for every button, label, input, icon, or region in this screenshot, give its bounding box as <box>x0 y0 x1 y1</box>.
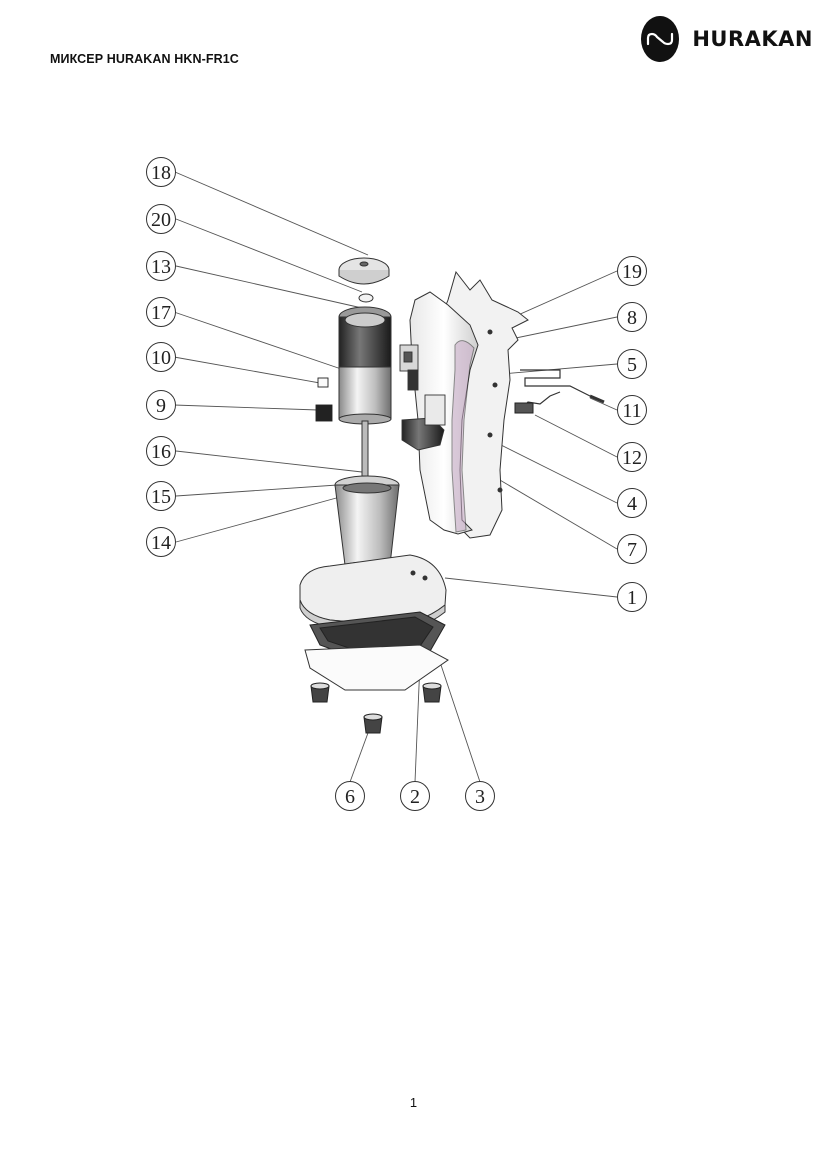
callout-circle <box>146 251 176 281</box>
callout-circle <box>146 481 176 511</box>
callout-label: 20 <box>151 209 171 231</box>
lever <box>401 394 446 451</box>
callout-label: 4 <box>627 493 637 515</box>
callout-circle <box>146 390 176 420</box>
callout-circle <box>617 582 647 612</box>
callout-3: 3 <box>465 781 495 811</box>
callout-label: 17 <box>151 302 171 324</box>
callout-16: 16 <box>146 436 176 466</box>
callout-12: 12 <box>617 442 647 472</box>
callout-1: 1 <box>617 582 647 612</box>
document-title: МИКСЕР HURAKAN HKN-FR1C <box>50 52 239 66</box>
hurakan-wave-logo-icon <box>641 16 680 62</box>
rubber-feet <box>310 682 442 734</box>
callout-label: 8 <box>627 307 637 329</box>
callout-label: 18 <box>151 162 171 184</box>
bottom-plate <box>304 644 449 691</box>
callout-10: 10 <box>146 342 176 372</box>
callout-circle <box>335 781 365 811</box>
mixing-cup <box>334 475 400 571</box>
callout-20: 20 <box>146 204 176 234</box>
callout-label: 12 <box>622 447 642 469</box>
callout-15: 15 <box>146 481 176 511</box>
callout-14: 14 <box>146 527 176 557</box>
brand-logo: HURAKAN <box>641 16 813 62</box>
small-parts <box>315 377 333 422</box>
callout-circle <box>465 781 495 811</box>
callout-circle <box>617 534 647 564</box>
callout-6: 6 <box>335 781 365 811</box>
callout-circle <box>146 527 176 557</box>
callout-label: 14 <box>151 532 171 554</box>
callout-circle <box>617 442 647 472</box>
top-cap <box>338 257 390 303</box>
spindle <box>354 420 376 484</box>
callout-9: 9 <box>146 390 176 420</box>
callout-17: 17 <box>146 297 176 327</box>
callout-2: 2 <box>400 781 430 811</box>
motor-assembly <box>338 306 392 425</box>
callout-5: 5 <box>617 349 647 379</box>
callout-7: 7 <box>617 534 647 564</box>
callout-label: 16 <box>151 441 171 463</box>
callout-8: 8 <box>617 302 647 332</box>
callout-circle <box>146 204 176 234</box>
callout-circle <box>146 297 176 327</box>
callout-label: 13 <box>151 256 171 278</box>
callout-circle <box>617 349 647 379</box>
page-number: 1 <box>409 1095 418 1110</box>
brand-name: HURAKAN <box>692 27 813 51</box>
callout-circle <box>617 302 647 332</box>
callout-19: 19 <box>617 256 647 286</box>
callout-circle <box>617 256 647 286</box>
callout-label: 15 <box>151 486 171 508</box>
callout-label: 3 <box>475 786 485 808</box>
callout-label: 10 <box>151 347 171 369</box>
callout-circle <box>617 395 647 425</box>
callout-label: 19 <box>622 261 642 283</box>
callout-label: 6 <box>345 786 355 808</box>
callout-label: 11 <box>622 400 641 422</box>
callout-label: 7 <box>627 539 637 561</box>
callout-label: 9 <box>156 395 166 417</box>
callout-18: 18 <box>146 157 176 187</box>
callout-circle <box>146 342 176 372</box>
callout-circle <box>146 436 176 466</box>
switch-block <box>399 344 419 391</box>
callout-label: 2 <box>410 786 420 808</box>
callout-circle <box>400 781 430 811</box>
callout-circle <box>617 488 647 518</box>
callout-label: 5 <box>627 354 637 376</box>
cord-strain-relief <box>514 402 534 414</box>
callout-13: 13 <box>146 251 176 281</box>
callout-4: 4 <box>617 488 647 518</box>
callout-circle <box>146 157 176 187</box>
callout-11: 11 <box>617 395 647 425</box>
callout-label: 1 <box>627 587 637 609</box>
